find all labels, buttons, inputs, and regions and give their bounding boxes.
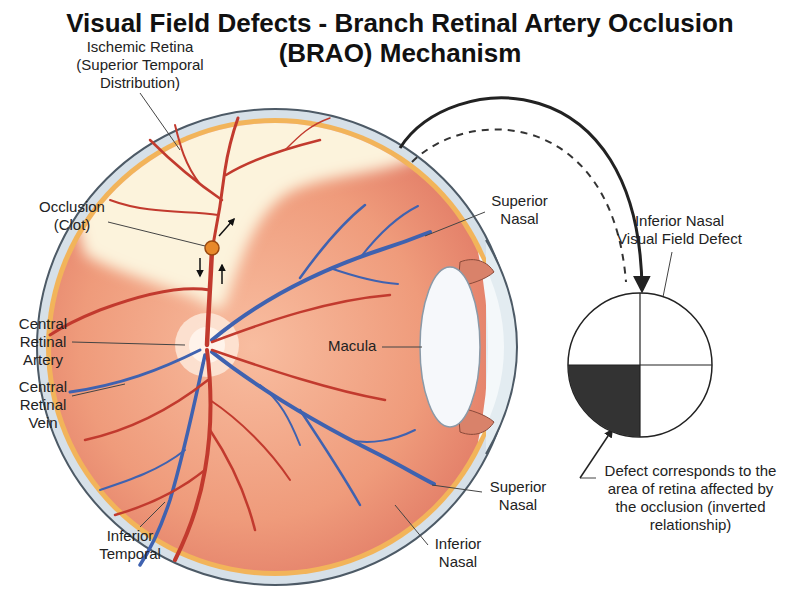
mapping-arrow-dashed bbox=[412, 129, 626, 282]
vein bbox=[212, 352, 434, 484]
vein bbox=[212, 232, 430, 340]
anatomy-label: Inferior Nasal Visual Field Defect bbox=[615, 212, 744, 248]
leader-line bbox=[425, 212, 485, 236]
anatomy-label: Ischemic Retina (Superior Temporal Distr… bbox=[65, 38, 215, 92]
anatomy-label: Central Retinal Vein bbox=[12, 378, 74, 432]
vein bbox=[350, 430, 415, 442]
mapping-arrow bbox=[400, 98, 642, 290]
flow-arrow bbox=[221, 265, 223, 284]
visual-field bbox=[568, 293, 712, 437]
artery bbox=[207, 250, 212, 345]
artery bbox=[213, 118, 238, 245]
leader-line bbox=[395, 505, 428, 545]
leader-line bbox=[108, 222, 205, 246]
lens bbox=[420, 267, 480, 427]
vein bbox=[260, 385, 300, 445]
flow-arrow bbox=[219, 219, 234, 236]
vein bbox=[330, 268, 398, 284]
anatomy-label: Defect corresponds to the area of retina… bbox=[598, 462, 783, 534]
clot bbox=[205, 241, 219, 255]
vein bbox=[360, 206, 418, 258]
leader-line bbox=[382, 347, 422, 348]
artery bbox=[175, 125, 200, 184]
leader-lines bbox=[72, 93, 672, 545]
leader-line bbox=[72, 384, 125, 396]
anatomy-label: Superior Nasal bbox=[478, 478, 558, 514]
quadrant-lines bbox=[568, 293, 712, 437]
vein bbox=[70, 350, 200, 392]
leader-line bbox=[140, 93, 180, 150]
anatomy-label: Central Retinal Artery bbox=[12, 315, 74, 369]
retinal-veins bbox=[70, 205, 434, 565]
anatomy-label: Macula bbox=[328, 337, 398, 355]
anterior-chamber bbox=[478, 252, 504, 442]
artery bbox=[210, 400, 290, 480]
flow-arrows bbox=[200, 219, 234, 284]
artery bbox=[226, 140, 320, 175]
field-defect bbox=[568, 365, 640, 437]
leader-line bbox=[72, 342, 185, 345]
artery bbox=[110, 200, 218, 215]
artery bbox=[115, 470, 205, 515]
vein bbox=[300, 410, 360, 505]
artery bbox=[150, 140, 222, 200]
artery bbox=[285, 118, 330, 150]
anatomy-label: Inferior Nasal bbox=[423, 535, 493, 571]
artery bbox=[50, 289, 210, 335]
leader-line bbox=[580, 478, 596, 479]
leader-line bbox=[432, 485, 482, 492]
anatomy-label: Occlusion (Clot) bbox=[32, 198, 112, 234]
anatomy-label: Inferior Temporal bbox=[93, 527, 167, 563]
anatomy-label: Superior Nasal bbox=[482, 192, 557, 228]
ischemic-area bbox=[70, 107, 430, 310]
artery bbox=[210, 430, 255, 530]
artery bbox=[212, 350, 385, 400]
flow-arrow bbox=[199, 258, 201, 276]
leader-line bbox=[140, 502, 165, 527]
artery bbox=[212, 295, 390, 342]
vein bbox=[100, 450, 185, 490]
vein bbox=[300, 205, 365, 278]
